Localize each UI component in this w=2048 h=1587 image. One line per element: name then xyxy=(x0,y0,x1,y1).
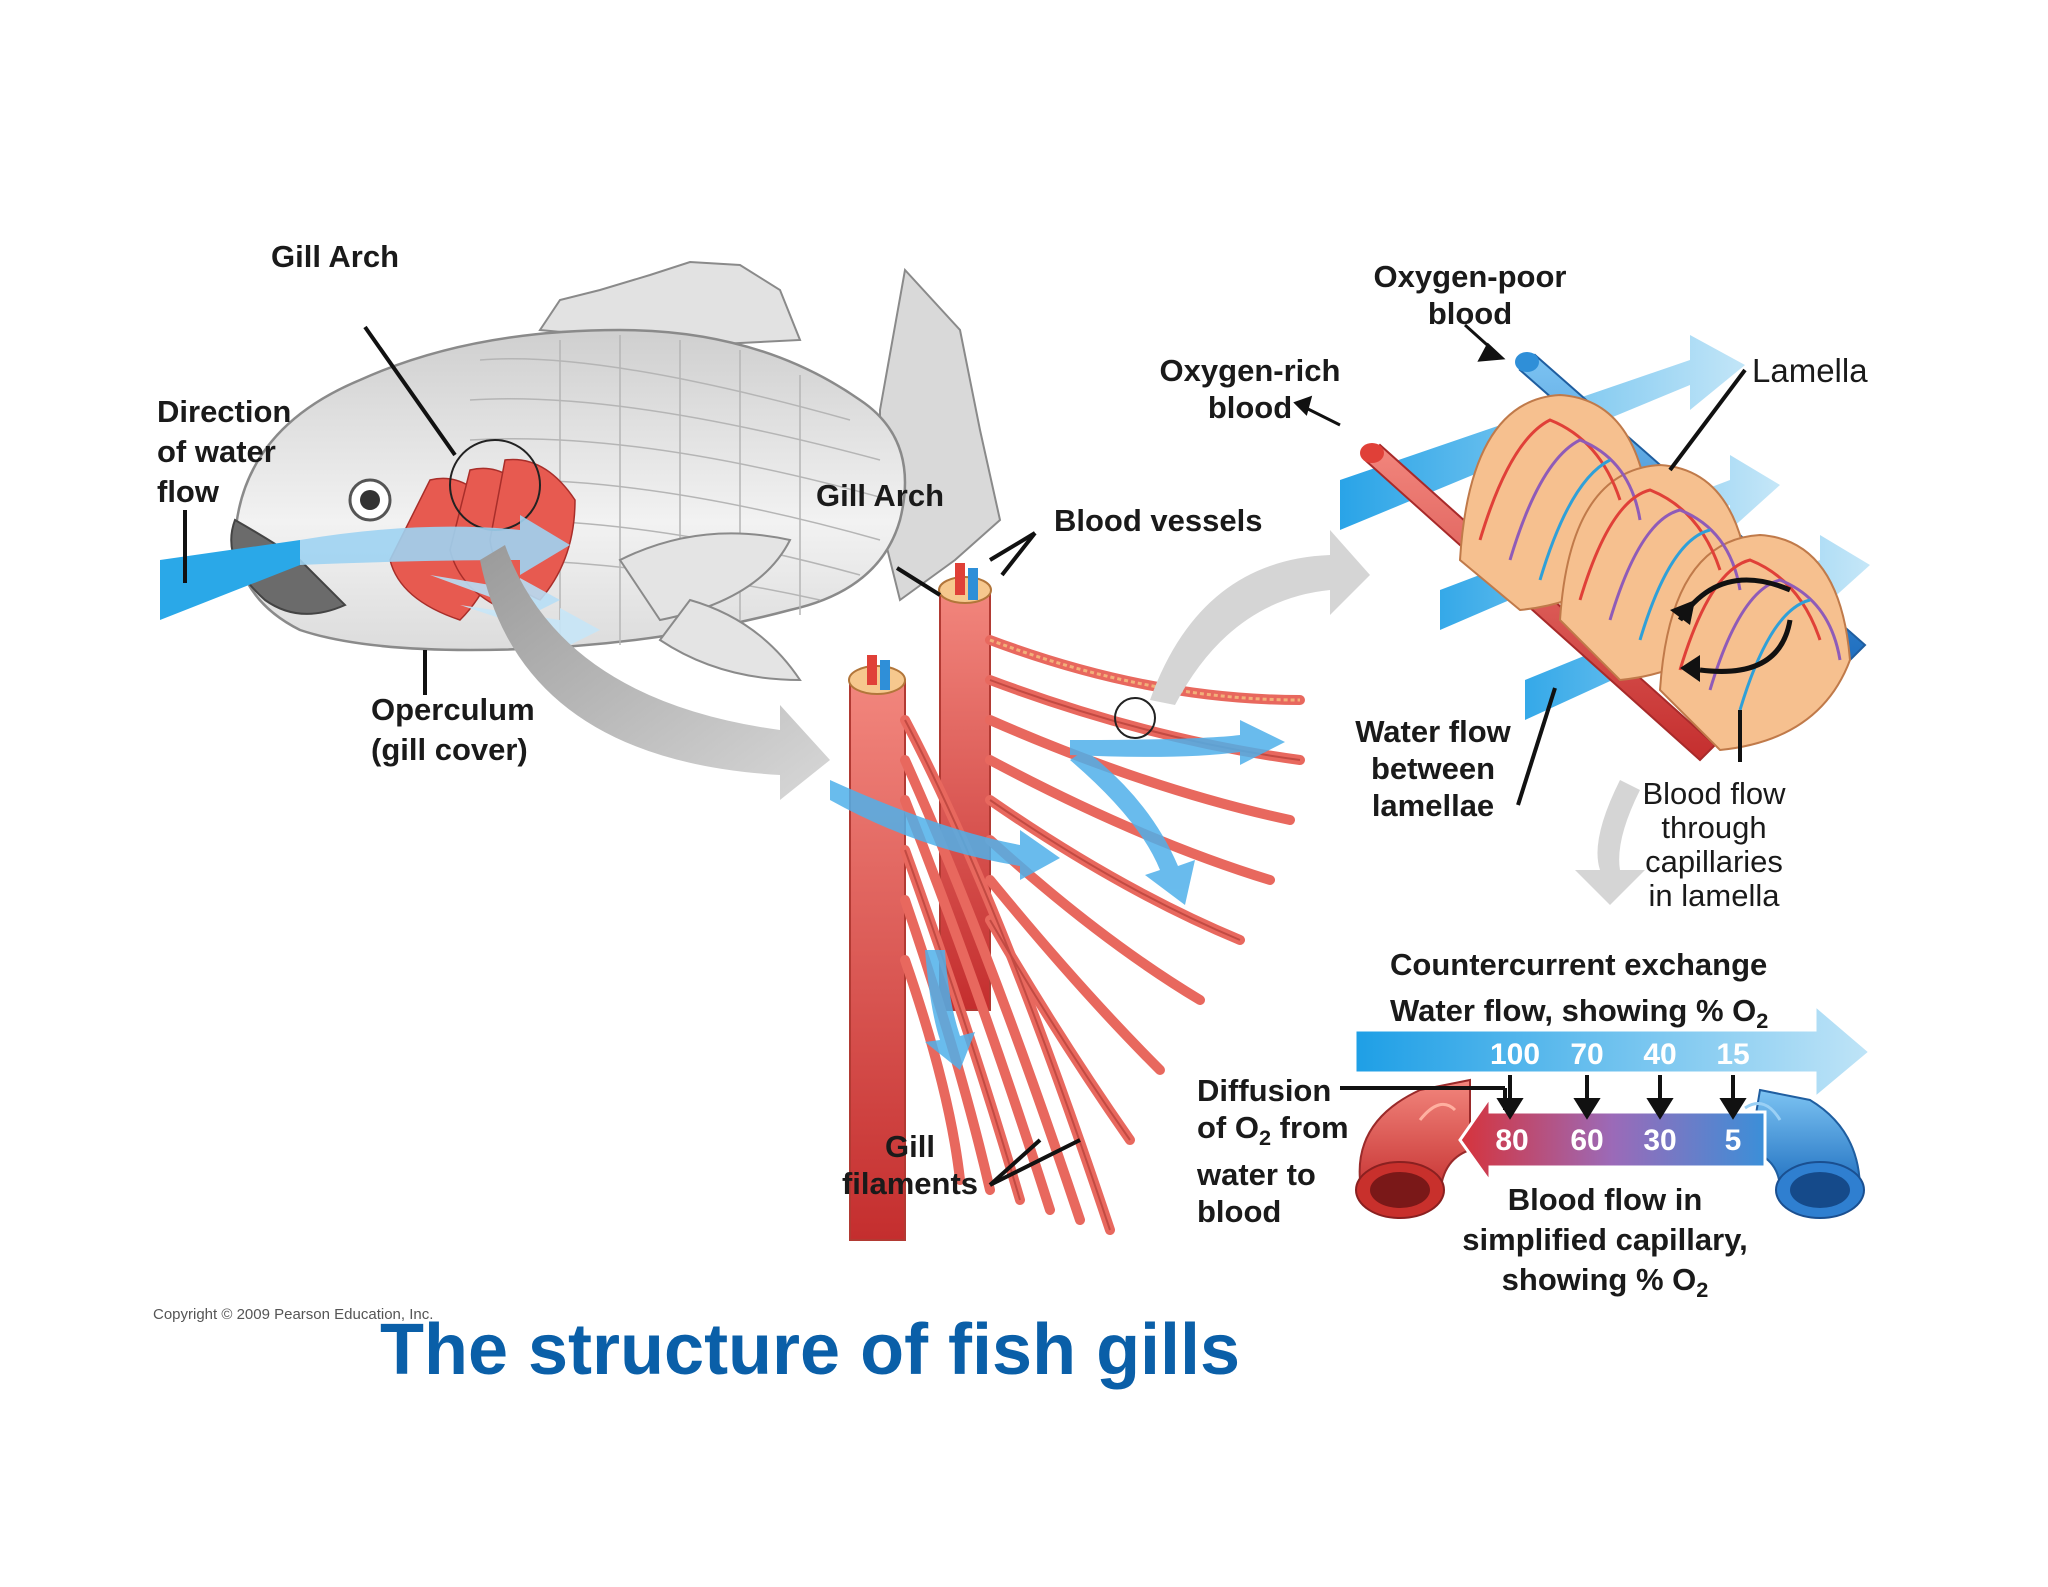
label-water-flow-showing-o2: Water flow, showing % O2 xyxy=(1390,992,1768,1039)
label-water-flow-between-lamellae: Water flow between lamellae xyxy=(1333,713,1533,824)
label-line: of water xyxy=(157,434,276,469)
label-line: blood xyxy=(1197,1194,1282,1230)
subscript: 2 xyxy=(1259,1125,1272,1151)
subscript: 2 xyxy=(1696,1277,1709,1303)
water-o2-value: 100 xyxy=(1490,1038,1540,1071)
zoom-arrow-lamella-to-countercurrent xyxy=(1575,780,1645,905)
leader-gill-arch-top xyxy=(363,325,457,457)
label-line: filaments xyxy=(841,1166,979,1201)
label-line: Direction xyxy=(157,394,292,429)
leader-gill-arch-mid xyxy=(895,566,942,597)
blood-o2-value: 80 xyxy=(1495,1124,1528,1157)
lamella-illustration xyxy=(1340,335,1870,762)
page-title: The structure of fish gills xyxy=(380,1310,1241,1390)
label-countercurrent-exchange: Countercurrent exchange xyxy=(1390,947,1768,982)
leader-blood-vessels-b xyxy=(1000,531,1037,577)
label-diffusion: Diffusion of O2 from water to blood xyxy=(1197,1072,1349,1230)
leader-blood-vessels-a xyxy=(988,531,1037,562)
label-oxygen-rich-blood: Oxygen-rich blood xyxy=(1140,352,1360,426)
leader-water-flow-lamellae xyxy=(1516,687,1557,806)
water-o2-value: 70 xyxy=(1570,1038,1603,1071)
fish-illustration xyxy=(230,260,1002,682)
label-line: (gill cover) xyxy=(371,732,528,767)
label-gill-arch-mid: Gill Arch xyxy=(816,478,945,513)
label-lamella: Lamella xyxy=(1752,352,1868,389)
label-line: Operculum xyxy=(371,692,535,727)
label-line: in lamella xyxy=(1648,878,1780,913)
water-o2-value: 40 xyxy=(1643,1038,1676,1071)
label-text: showing % O xyxy=(1501,1262,1697,1297)
label-line: Blood flow in xyxy=(1507,1182,1703,1217)
label-text: from xyxy=(1271,1110,1349,1145)
label-text: Water flow, showing % O xyxy=(1390,993,1757,1028)
label-direction-of-water-flow: Direction of water flow xyxy=(157,392,291,512)
blood-o2-values: 80 60 30 5 xyxy=(1495,1124,1741,1157)
label-line: Blood flow xyxy=(1642,776,1786,811)
label-line: Oxygen-poor xyxy=(1373,259,1567,294)
label-line: between xyxy=(1370,751,1496,786)
label-arrows xyxy=(1293,323,1506,427)
label-blood-flow-simplified: Blood flow in simplified capillary, show… xyxy=(1430,1180,1780,1310)
blood-o2-value: 5 xyxy=(1725,1124,1742,1157)
label-line: water to xyxy=(1197,1157,1316,1193)
label-line: flow xyxy=(157,474,219,509)
label-gill-filaments: Gill filaments xyxy=(835,1128,985,1202)
label-oxygen-poor-blood: Oxygen-poor blood xyxy=(1360,258,1580,332)
label-line: Oxygen-rich xyxy=(1159,353,1341,388)
label-line: Water flow xyxy=(1355,714,1511,749)
label-line: simplified capillary, xyxy=(1462,1222,1748,1257)
label-line: lamellae xyxy=(1371,788,1495,823)
blood-o2-value: 60 xyxy=(1570,1124,1603,1157)
blood-o2-value: 30 xyxy=(1643,1124,1676,1157)
subscript: 2 xyxy=(1756,1008,1769,1034)
label-line: Diffusion xyxy=(1197,1073,1332,1108)
label-line: of O2 from xyxy=(1197,1109,1349,1156)
label-operculum: Operculum (gill cover) xyxy=(371,690,535,770)
label-blood-flow-capillaries: Blood flow through capillaries in lamell… xyxy=(1614,777,1814,913)
leader-gill-filaments-a xyxy=(988,1138,1042,1187)
zoom-arrow-fish-to-filaments xyxy=(480,545,830,800)
label-blood-vessels: Blood vessels xyxy=(1054,503,1263,538)
label-gill-arch-top: Gill Arch xyxy=(271,239,400,274)
label-text: of O xyxy=(1197,1110,1259,1145)
label-line: Gill xyxy=(885,1129,935,1164)
zoom-arrow-filament-to-lamella xyxy=(1150,530,1370,705)
gill-filaments-illustration xyxy=(830,563,1305,1241)
water-o2-values: 100 70 40 15 xyxy=(1490,1038,1750,1071)
countercurrent-diagram xyxy=(1353,1001,1873,1219)
label-line: through xyxy=(1661,810,1767,845)
leader-lamella xyxy=(1668,368,1747,472)
copyright-notice: Copyright © 2009 Pearson Education, Inc. xyxy=(153,1306,434,1323)
label-line: blood xyxy=(1427,296,1513,331)
label-line: blood xyxy=(1207,390,1293,425)
label-line: showing % O2 xyxy=(1430,1260,1780,1310)
leader-gill-filaments-b xyxy=(989,1138,1081,1187)
leader-lines xyxy=(183,325,1747,1187)
water-o2-value: 15 xyxy=(1716,1038,1749,1071)
label-line: capillaries xyxy=(1645,844,1783,879)
